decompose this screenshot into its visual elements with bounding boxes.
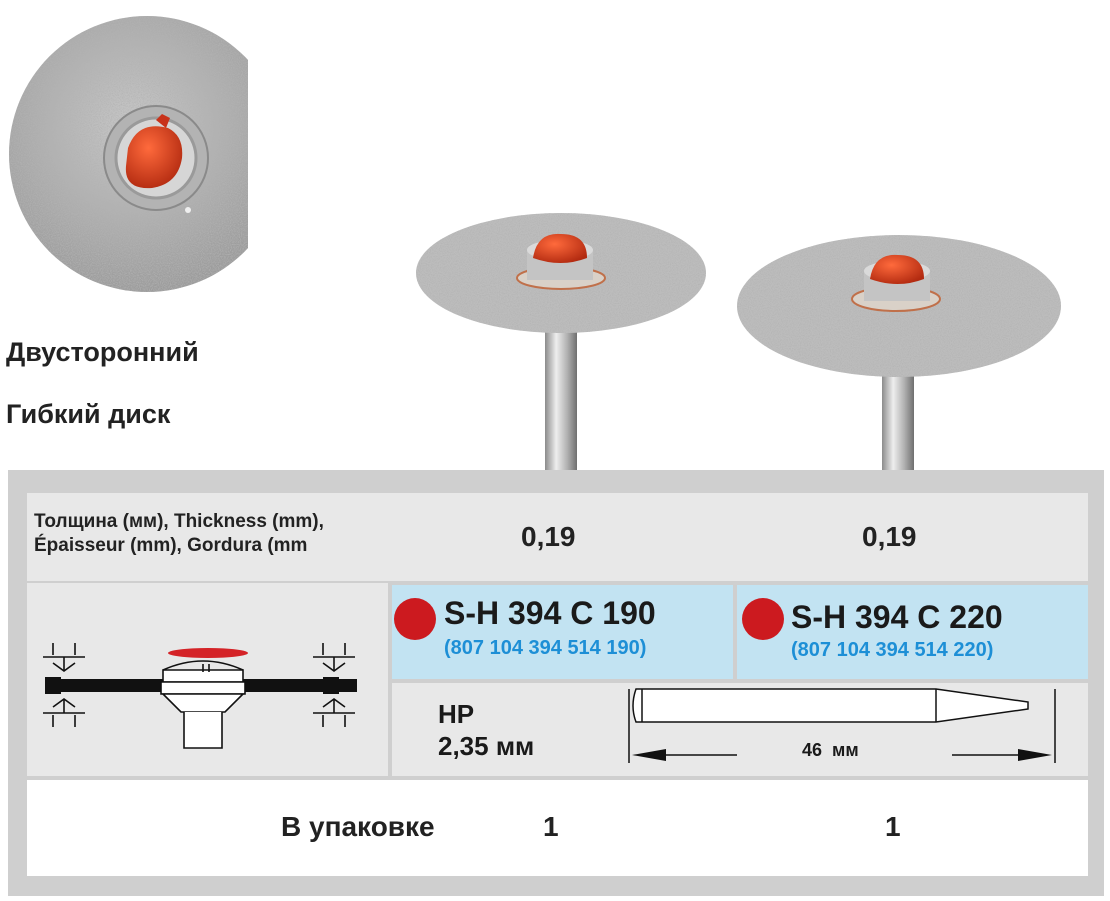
shank-row: HP 2,35 мм 46 мм bbox=[392, 683, 1088, 776]
shank-diameter: 2,35 мм bbox=[438, 731, 535, 761]
thickness-label-line-1: Толщина (мм), Thickness (mm), bbox=[34, 511, 324, 532]
article-number: (807 104 394 514 190) bbox=[444, 637, 647, 659]
shank-length: 46 мм bbox=[802, 740, 859, 760]
hp-shank-diagram bbox=[628, 688, 1056, 763]
thickness-label-line-2: Épaisseur (mm), Gordura (mm bbox=[34, 535, 308, 556]
mounted-disc-image-left bbox=[416, 213, 706, 476]
large-disc-image bbox=[9, 16, 248, 292]
title-line-1: Двусторонний bbox=[6, 337, 199, 367]
package-qty-left: 1 bbox=[543, 811, 559, 842]
product-cell-1: S-H 394 C 190 (807 104 394 514 190) bbox=[392, 585, 733, 679]
package-row: В упаковке 1 1 bbox=[27, 780, 1088, 876]
package-qty-right: 1 bbox=[885, 811, 901, 842]
cross-section-cell bbox=[27, 583, 388, 776]
disc-cross-section-diagram bbox=[43, 643, 357, 749]
color-dot-icon bbox=[394, 598, 436, 640]
product-code: S-H 394 C 190 bbox=[444, 595, 656, 631]
color-dot-icon bbox=[742, 598, 784, 640]
thickness-label: Толщина (мм), Thickness (mm), Épaisseur … bbox=[34, 510, 324, 558]
package-label: В упаковке bbox=[281, 811, 435, 842]
product-code: S-H 394 C 220 bbox=[791, 599, 1003, 635]
title-line-2: Гибкий диск bbox=[6, 399, 171, 429]
product-cell-2: S-H 394 C 220 (807 104 394 514 220) bbox=[737, 585, 1088, 679]
thickness-value-right: 0,19 bbox=[862, 521, 917, 552]
mounted-disc-image-right bbox=[737, 235, 1061, 476]
shank-type: HP bbox=[438, 699, 475, 729]
thickness-row: Толщина (мм), Thickness (mm), Épaisseur … bbox=[27, 493, 1088, 581]
article-number: (807 104 394 514 220) bbox=[791, 639, 994, 661]
thickness-value-left: 0,19 bbox=[521, 521, 576, 552]
